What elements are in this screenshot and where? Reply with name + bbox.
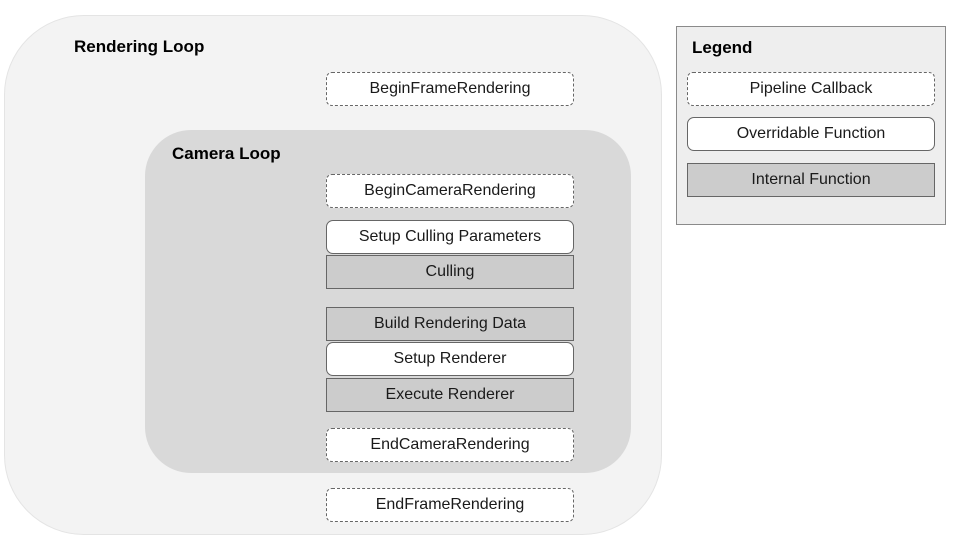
setup-renderer-box: Setup Renderer — [326, 342, 574, 376]
begin-camera-rendering-box: BeginCameraRendering — [326, 174, 574, 208]
begin-frame-rendering-box: BeginFrameRendering — [326, 72, 574, 106]
build-rendering-data-box: Build Rendering Data — [326, 307, 574, 341]
culling-box: Culling — [326, 255, 574, 289]
legend-title: Legend — [692, 38, 753, 57]
end-camera-rendering-box: EndCameraRendering — [326, 428, 574, 462]
legend-pipeline-callback: Pipeline Callback — [687, 72, 935, 106]
legend-internal-function: Internal Function — [687, 163, 935, 197]
legend-overridable-function: Overridable Function — [687, 117, 935, 151]
camera-loop-title: Camera Loop — [172, 144, 281, 163]
setup-culling-parameters-box: Setup Culling Parameters — [326, 220, 574, 254]
execute-renderer-box: Execute Renderer — [326, 378, 574, 412]
end-frame-rendering-box: EndFrameRendering — [326, 488, 574, 522]
rendering-loop-title: Rendering Loop — [74, 37, 205, 56]
